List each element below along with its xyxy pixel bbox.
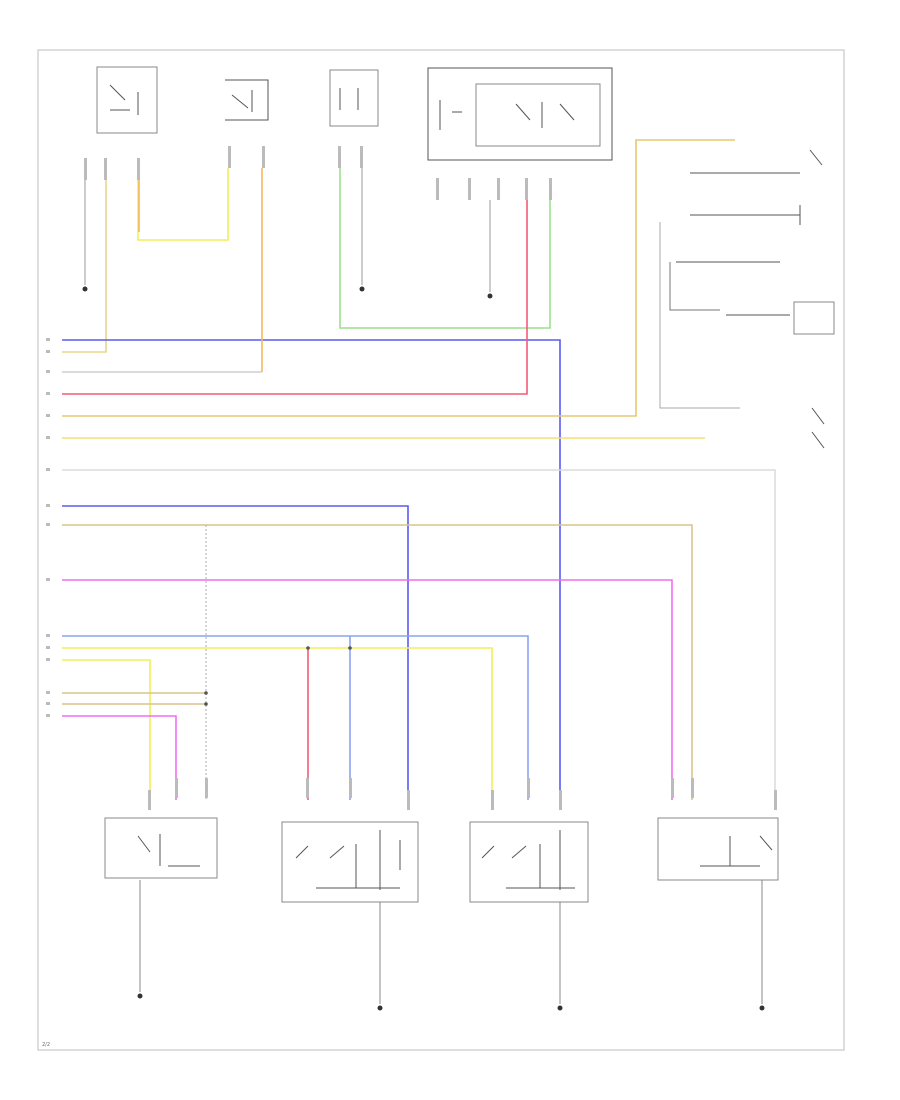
wire-yellow-3: [62, 647, 493, 800]
top-switch-1: [96, 66, 158, 134]
wire-red-main: [62, 200, 528, 395]
top-connector-pins: [84, 146, 552, 200]
wire-blue-main: [62, 339, 561, 800]
wire-yellow-top: [137, 168, 229, 241]
wire-orange: [62, 168, 263, 373]
bottom-switch-3: [469, 821, 589, 903]
right-switch-group: [659, 149, 835, 449]
splice-points: [204, 646, 352, 706]
bottom-grounds: [137, 880, 765, 1011]
left-pin-ticks: [46, 338, 50, 717]
bottom-connector-pins: [148, 778, 777, 810]
page-footer-label: 2/2: [42, 1042, 50, 1048]
top-ground-wires: [82, 168, 493, 299]
top-switch-2: [225, 79, 269, 121]
wire-green-top: [339, 168, 551, 329]
wire-tan-3: [62, 692, 206, 705]
wire-gray-1: [62, 469, 776, 800]
wire-pink-1: [62, 579, 673, 800]
wire-pink-2: [62, 715, 177, 800]
top-switch-3: [329, 69, 379, 127]
diagram-frame: [37, 49, 845, 1051]
wire-ltblue: [62, 635, 529, 800]
wire-left-bus-1: [62, 180, 107, 353]
bottom-switch-1: [104, 817, 218, 879]
wire-tan-1: [62, 139, 735, 417]
wire-blue-2: [62, 505, 409, 800]
bottom-switch-2: [281, 821, 419, 903]
wire-tan-2: [62, 524, 693, 800]
top-relay-box: [427, 67, 613, 161]
bottom-switch-4: [657, 817, 779, 881]
